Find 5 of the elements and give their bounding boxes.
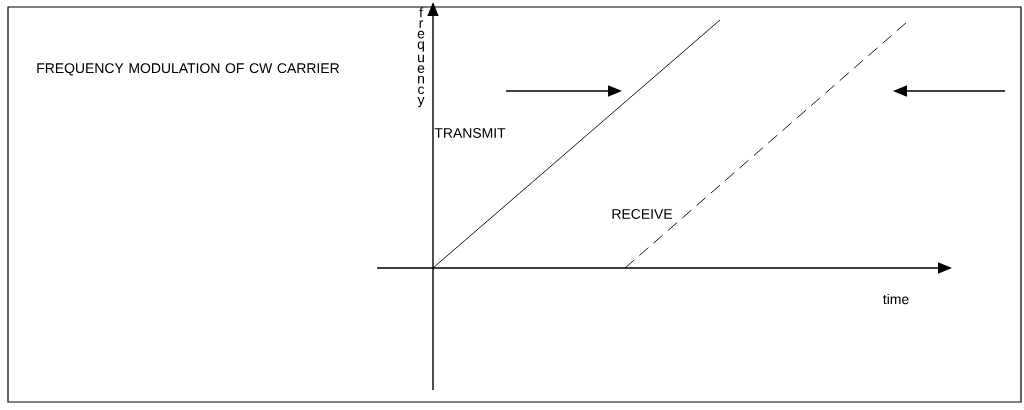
- axis-label: frequency: [417, 7, 425, 108]
- axis-label: time: [883, 293, 909, 305]
- title: FREQUENCY MODULATION OF CW CARRIER: [37, 63, 340, 76]
- line-label: RECEIVE: [612, 209, 672, 219]
- line-label: TRANSMIT: [434, 128, 506, 138]
